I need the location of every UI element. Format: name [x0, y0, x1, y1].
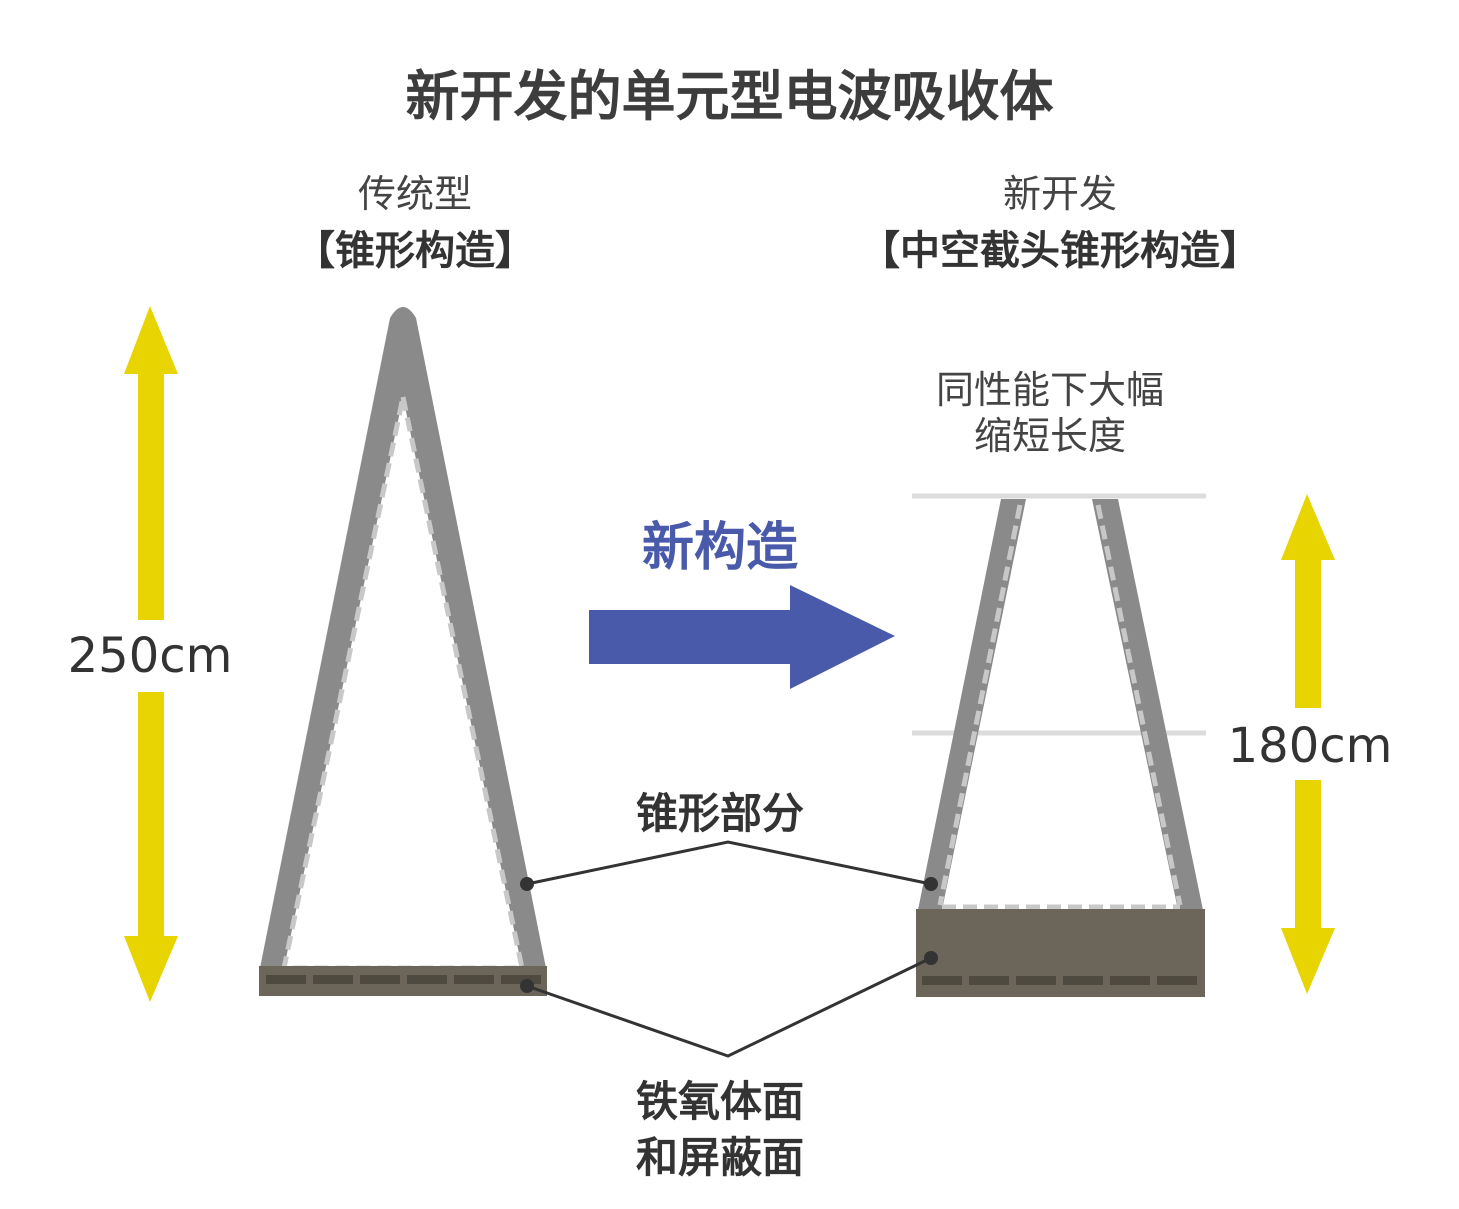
right-height-label: 180cm	[1227, 718, 1393, 774]
ferrite-leader-lines	[526, 956, 932, 1058]
taper-part-label: 锥形部分	[635, 789, 804, 838]
ferrite-dot-right	[924, 951, 938, 965]
taper-leader-lines	[526, 840, 932, 886]
page-title: 新开发的单元型电波吸收体	[405, 65, 1054, 128]
ferrite-dot-left	[520, 979, 534, 993]
left-height-arrow	[124, 306, 178, 1002]
left-subtitle: 传统型	[357, 172, 472, 216]
ferrite-label-line1: 铁氧体面	[635, 1077, 804, 1126]
left-cone	[259, 307, 547, 996]
right-cone	[916, 499, 1205, 997]
ferrite-label-line2: 和屏蔽面	[635, 1133, 804, 1182]
length-note-line1: 同性能下大幅	[935, 368, 1164, 412]
taper-dot-left	[520, 877, 534, 891]
left-structure-label: 【锥形构造】	[295, 228, 535, 274]
length-note-line2: 缩短长度	[973, 414, 1126, 458]
left-height-label: 250cm	[67, 628, 233, 684]
right-height-arrow	[1281, 494, 1335, 994]
right-subtitle: 新开发	[1002, 172, 1117, 216]
new-structure-label: 新构造	[641, 518, 798, 578]
taper-dot-right	[924, 877, 938, 891]
new-structure-arrow	[589, 585, 895, 689]
right-structure-label: 【中空截头锥形构造】	[860, 228, 1260, 274]
